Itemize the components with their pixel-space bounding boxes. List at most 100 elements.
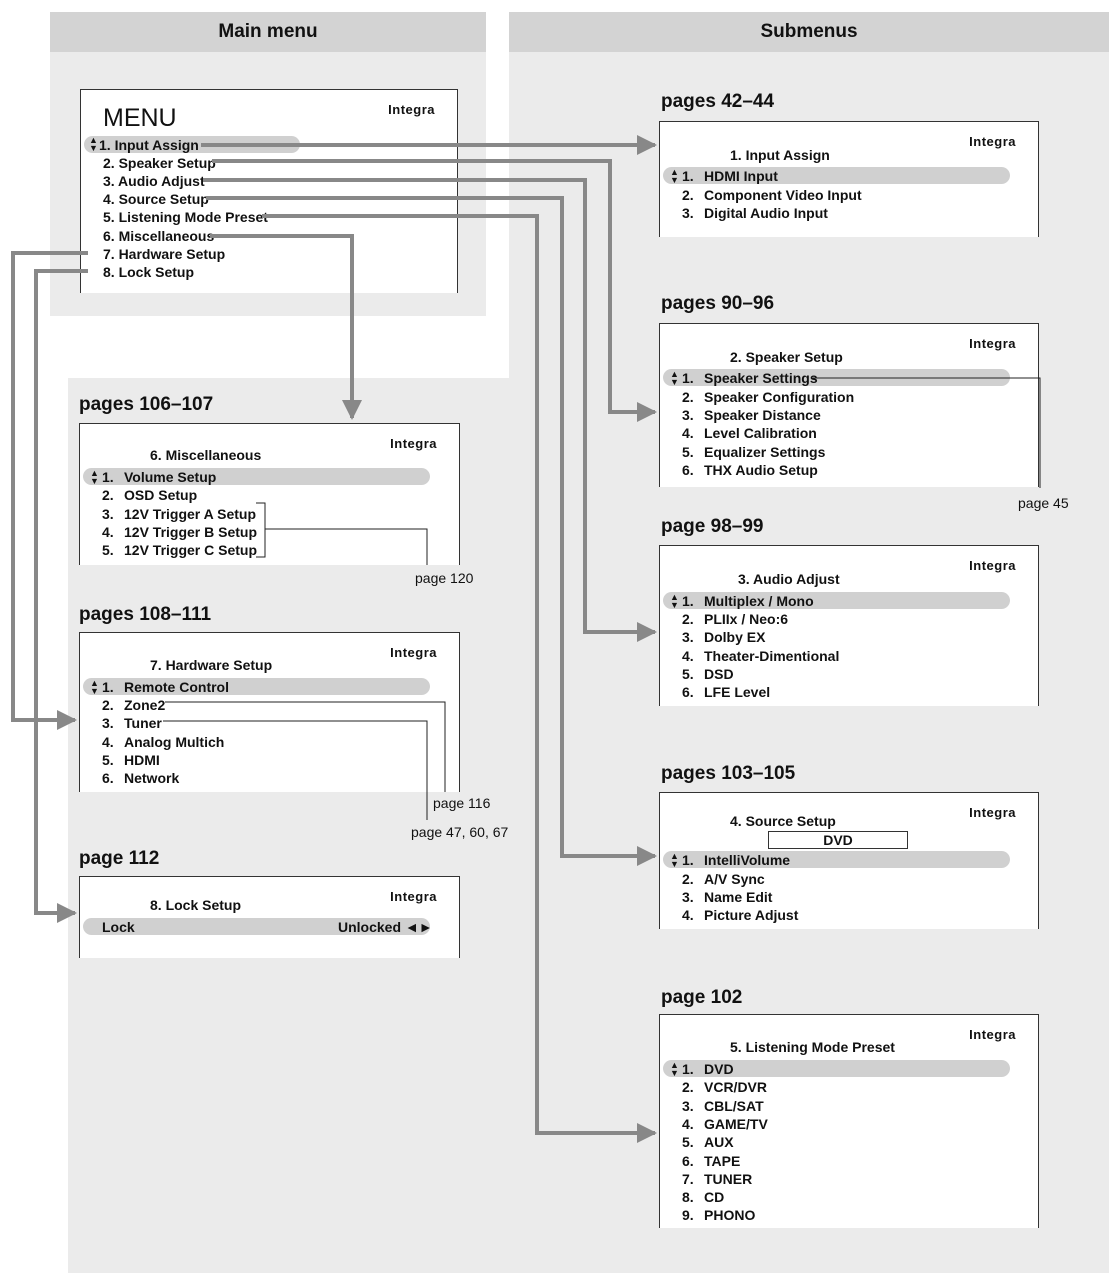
input-assign-highlight: [663, 167, 1010, 184]
input-assign-item[interactable]: 2.Component Video Input: [682, 187, 862, 203]
audio-adjust-pages: page 98–99: [661, 516, 764, 537]
updown-arrow-icon: ▲▼: [670, 1060, 679, 1078]
hardware-item[interactable]: 3.Tuner: [102, 715, 162, 731]
main-item-hardware-setup[interactable]: 7. Hardware Setup: [103, 246, 226, 262]
misc-highlight: [83, 468, 430, 485]
listening-mode-item[interactable]: 3.CBL/SAT: [682, 1098, 764, 1114]
source-setup-item[interactable]: 2.A/V Sync: [682, 871, 765, 887]
tuner-ref-line: [163, 720, 428, 820]
zone2-ref: page 116: [433, 795, 491, 811]
misc-item[interactable]: 3.12V Trigger A Setup: [102, 506, 256, 522]
listening-mode-item[interactable]: 9.PHONO: [682, 1207, 756, 1223]
main-menu-highlight: [84, 136, 300, 153]
audio-adjust-title: 3. Audio Adjust: [738, 571, 840, 587]
hardware-item[interactable]: 2.Zone2: [102, 697, 166, 713]
lock-value[interactable]: Unlocked ◄►: [338, 919, 433, 935]
input-assign-item[interactable]: 1.HDMI Input: [682, 168, 778, 184]
hardware-item[interactable]: 1.Remote Control: [102, 679, 229, 695]
misc-item[interactable]: 1.Volume Setup: [102, 469, 217, 485]
speaker-setup-title: 2. Speaker Setup: [730, 349, 843, 365]
speaker-setup-item[interactable]: 6.THX Audio Setup: [682, 462, 818, 478]
main-item-input-assign[interactable]: 1. Input Assign: [99, 137, 199, 153]
lock-connector: [34, 269, 88, 923]
source-setup-item[interactable]: 4.Picture Adjust: [682, 907, 799, 923]
audio-adjust-item[interactable]: 4.Theater-Dimentional: [682, 648, 840, 664]
hardware-screen: Integra 7. Hardware Setup ▲▼ 1.Remote Co…: [79, 632, 460, 792]
listening-mode-item[interactable]: 4.GAME/TV: [682, 1116, 768, 1132]
main-item-lock-setup[interactable]: 8. Lock Setup: [103, 264, 195, 280]
integra-logo: Integra: [969, 336, 1016, 351]
listening-mode-item[interactable]: 5.AUX: [682, 1134, 734, 1150]
trigger-ref: page 120: [415, 570, 474, 586]
speaker-setup-item[interactable]: 4.Level Calibration: [682, 425, 817, 441]
source-setup-title: 4. Source Setup: [730, 813, 836, 829]
source-setup-item[interactable]: 1.IntelliVolume: [682, 852, 791, 868]
speaker-setup-item[interactable]: 5.Equalizer Settings: [682, 444, 826, 460]
input-assign-screen: Integra 1. Input Assign ▲▼ 1.HDMI Input …: [659, 121, 1039, 237]
audio-adjust-item[interactable]: 6.LFE Level: [682, 684, 771, 700]
audio-adjust-item[interactable]: 3.Dolby EX: [682, 629, 766, 645]
lock-pages: page 112: [79, 848, 160, 869]
listening-mode-screen: Integra 5. Listening Mode Preset ▲▼ 1.DV…: [659, 1014, 1039, 1228]
tuner-ref: page 47, 60, 67: [411, 824, 509, 840]
listening-mode-item[interactable]: 2.VCR/DVR: [682, 1079, 768, 1095]
hardware-item[interactable]: 4.Analog Multich: [102, 734, 225, 750]
speaker-setup-item[interactable]: 2.Speaker Configuration: [682, 389, 855, 405]
speaker-setup-item[interactable]: 1.Speaker Settings: [682, 370, 818, 386]
source-setup-pages: pages 103–105: [661, 763, 796, 784]
audio-adjust-connector: [203, 178, 657, 642]
listening-mode-item[interactable]: 1.DVD: [682, 1061, 734, 1077]
listening-mode-item[interactable]: 8.CD: [682, 1189, 725, 1205]
misc-item[interactable]: 5.12V Trigger C Setup: [102, 542, 258, 558]
source-setup-screen: Integra 4. Source Setup DVD ▲▼ 1.Intelli…: [659, 792, 1039, 929]
integra-logo: Integra: [390, 645, 437, 660]
main-item-speaker-setup[interactable]: 2. Speaker Setup: [103, 155, 216, 171]
hardware-connector: [11, 251, 88, 730]
listening-mode-title: 5. Listening Mode Preset: [730, 1039, 895, 1055]
menu-title: MENU: [103, 104, 177, 132]
main-item-audio-adjust[interactable]: 3. Audio Adjust: [103, 173, 205, 189]
hardware-item[interactable]: 5.HDMI: [102, 752, 160, 768]
main-item-listening-mode[interactable]: 5. Listening Mode Preset: [103, 209, 268, 225]
audio-adjust-item[interactable]: 5.DSD: [682, 666, 734, 682]
input-assign-item[interactable]: 3.Digital Audio Input: [682, 205, 828, 221]
lock-screen: Integra 8. Lock Setup Lock Unlocked ◄►: [79, 876, 460, 958]
integra-logo: Integra: [969, 805, 1016, 820]
listening-mode-pages: page 102: [661, 987, 743, 1008]
speaker-settings-ref: page 45: [1018, 495, 1069, 511]
integra-logo: Integra: [969, 558, 1016, 573]
integra-logo: Integra: [390, 436, 437, 451]
source-setup-highlight: [663, 851, 1010, 868]
audio-adjust-screen: Integra 3. Audio Adjust ▲▼ 1.Multiplex /…: [659, 545, 1039, 706]
lock-title: 8. Lock Setup: [150, 897, 242, 913]
audio-adjust-item[interactable]: 2.PLIIx / Neo:6: [682, 611, 789, 627]
speaker-setup-screen: Integra 2. Speaker Setup ▲▼ 1.Speaker Se…: [659, 323, 1039, 487]
updown-arrow-icon: ▲▼: [670, 851, 679, 869]
updown-arrow-icon: ▲▼: [90, 468, 99, 486]
integra-logo: Integra: [969, 134, 1016, 149]
source-select-box[interactable]: DVD: [768, 831, 908, 849]
misc-connector: [210, 234, 362, 420]
misc-item[interactable]: 4.12V Trigger B Setup: [102, 524, 258, 540]
main-item-miscellaneous[interactable]: 6. Miscellaneous: [103, 228, 215, 244]
input-assign-title: 1. Input Assign: [730, 147, 830, 163]
listening-mode-item[interactable]: 7.TUNER: [682, 1171, 753, 1187]
main-item-source-setup[interactable]: 4. Source Setup: [103, 191, 209, 207]
hardware-title: 7. Hardware Setup: [150, 657, 273, 673]
updown-arrow-icon: ▲▼: [670, 167, 679, 185]
speaker-setup-pages: pages 90–96: [661, 293, 775, 314]
source-setup-item[interactable]: 3.Name Edit: [682, 889, 773, 905]
hardware-highlight: [83, 678, 430, 695]
audio-adjust-item[interactable]: 1.Multiplex / Mono: [682, 593, 814, 609]
listening-mode-item[interactable]: 6.TAPE: [682, 1153, 741, 1169]
main-menu-screen: MENU Integra ▲▼ 1. Input Assign 2. Speak…: [80, 89, 458, 293]
updown-arrow-icon: ▲▼: [90, 678, 99, 696]
submenus-header: Submenus: [509, 12, 1109, 52]
updown-arrow-icon: ▲▼: [670, 369, 679, 387]
main-menu-header: Main menu: [50, 12, 486, 52]
zone2-ref-line: [165, 701, 446, 792]
speaker-setup-item[interactable]: 3.Speaker Distance: [682, 407, 821, 423]
hardware-item[interactable]: 6.Network: [102, 770, 180, 786]
updown-arrow-icon: ▲▼: [89, 135, 98, 153]
misc-item[interactable]: 2.OSD Setup: [102, 487, 198, 503]
